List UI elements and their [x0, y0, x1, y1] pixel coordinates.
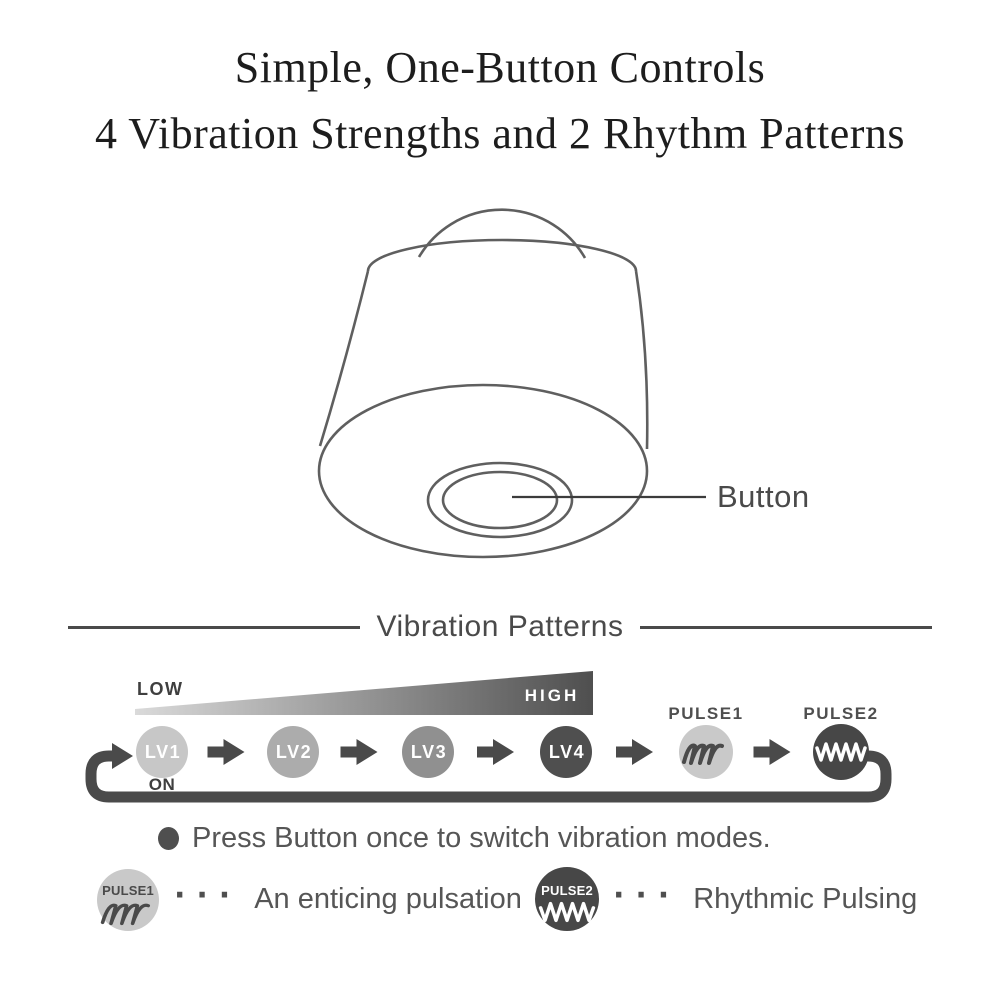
legend-pulse1-row: PULSE1 ··· An enticing pulsation	[95, 866, 522, 932]
lv3-circle	[402, 726, 454, 778]
legend-pulse2-row: PULSE2 ··· Rhythmic Pulsing	[534, 866, 917, 932]
pulse1-legend-wave-icon	[100, 903, 151, 926]
page-title-line2: 4 Vibration Strengths and 2 Rhythm Patte…	[95, 109, 905, 158]
ellipsis-dots: ···	[174, 878, 242, 913]
bullet-icon	[158, 827, 179, 850]
loop-arrow	[85, 750, 892, 803]
section-heading-row: Vibration Patterns	[0, 610, 1000, 644]
button-outer-ring	[426, 461, 574, 539]
right-arrow-icon	[477, 739, 514, 765]
pulse1-wave-icon	[682, 743, 724, 765]
lv2-circle	[267, 726, 319, 778]
loop-arrowhead-icon	[112, 743, 133, 769]
pulse2-label: PULSE2	[803, 704, 878, 723]
pulse1-legend-icon: PULSE1	[97, 869, 159, 931]
device-base-ellipse	[317, 383, 649, 559]
right-arrow-icon	[340, 739, 378, 765]
device-illustration	[317, 208, 706, 559]
pulse2-legend-circle	[535, 867, 599, 931]
pulse2-circle	[813, 724, 869, 780]
instruction-row: Press Button once to switch vibration mo…	[158, 822, 771, 855]
pulse1-label: PULSE1	[668, 704, 743, 723]
heading-divider-right	[640, 625, 933, 629]
lv2-text: LV2	[276, 742, 312, 762]
right-arrow-icon	[753, 739, 791, 765]
lv3-text: LV3	[411, 742, 447, 762]
pulse2-legend-label: PULSE2	[541, 883, 593, 898]
pulse1-legend-circle	[97, 869, 159, 931]
device-left-side-outline	[318, 270, 370, 447]
section-heading: Vibration Patterns	[376, 610, 624, 643]
heading-divider-left	[67, 625, 360, 629]
pulse2-legend-wave-icon	[538, 901, 596, 923]
pulse1-legend-label: PULSE1	[102, 883, 154, 898]
device-right-side-outline	[634, 270, 649, 450]
page-title-line1: Simple, One-Button Controls	[234, 43, 766, 92]
pulse1-description: An enticing pulsation	[254, 882, 522, 915]
lv1-circle	[136, 726, 188, 778]
vibration-pattern-diagram: LOW HIGH LV1 LV2 LV3 LV4 ON PULSE1 PULSE…	[85, 671, 892, 803]
high-label: HIGH	[525, 686, 580, 705]
button-callout-label: Button	[717, 479, 810, 514]
right-arrow-icon	[207, 739, 245, 765]
low-label: LOW	[137, 679, 184, 699]
instruction-text: Press Button once to switch vibration mo…	[192, 822, 771, 854]
pulse2-legend-icon: PULSE2	[535, 867, 599, 931]
ellipsis-dots: ···	[613, 878, 681, 913]
right-arrow-icon	[616, 739, 653, 765]
button-icon	[441, 470, 559, 530]
on-label: ON	[149, 775, 176, 794]
intensity-wedge	[135, 671, 593, 715]
device-dome-outline	[417, 208, 587, 259]
pulse2-wave-icon	[815, 742, 867, 762]
lv4-circle	[540, 726, 592, 778]
lv1-text: LV1	[145, 742, 181, 762]
pulse2-description: Rhythmic Pulsing	[693, 882, 918, 915]
device-top-rim-outline	[366, 238, 638, 272]
lv4-text: LV4	[549, 742, 585, 762]
